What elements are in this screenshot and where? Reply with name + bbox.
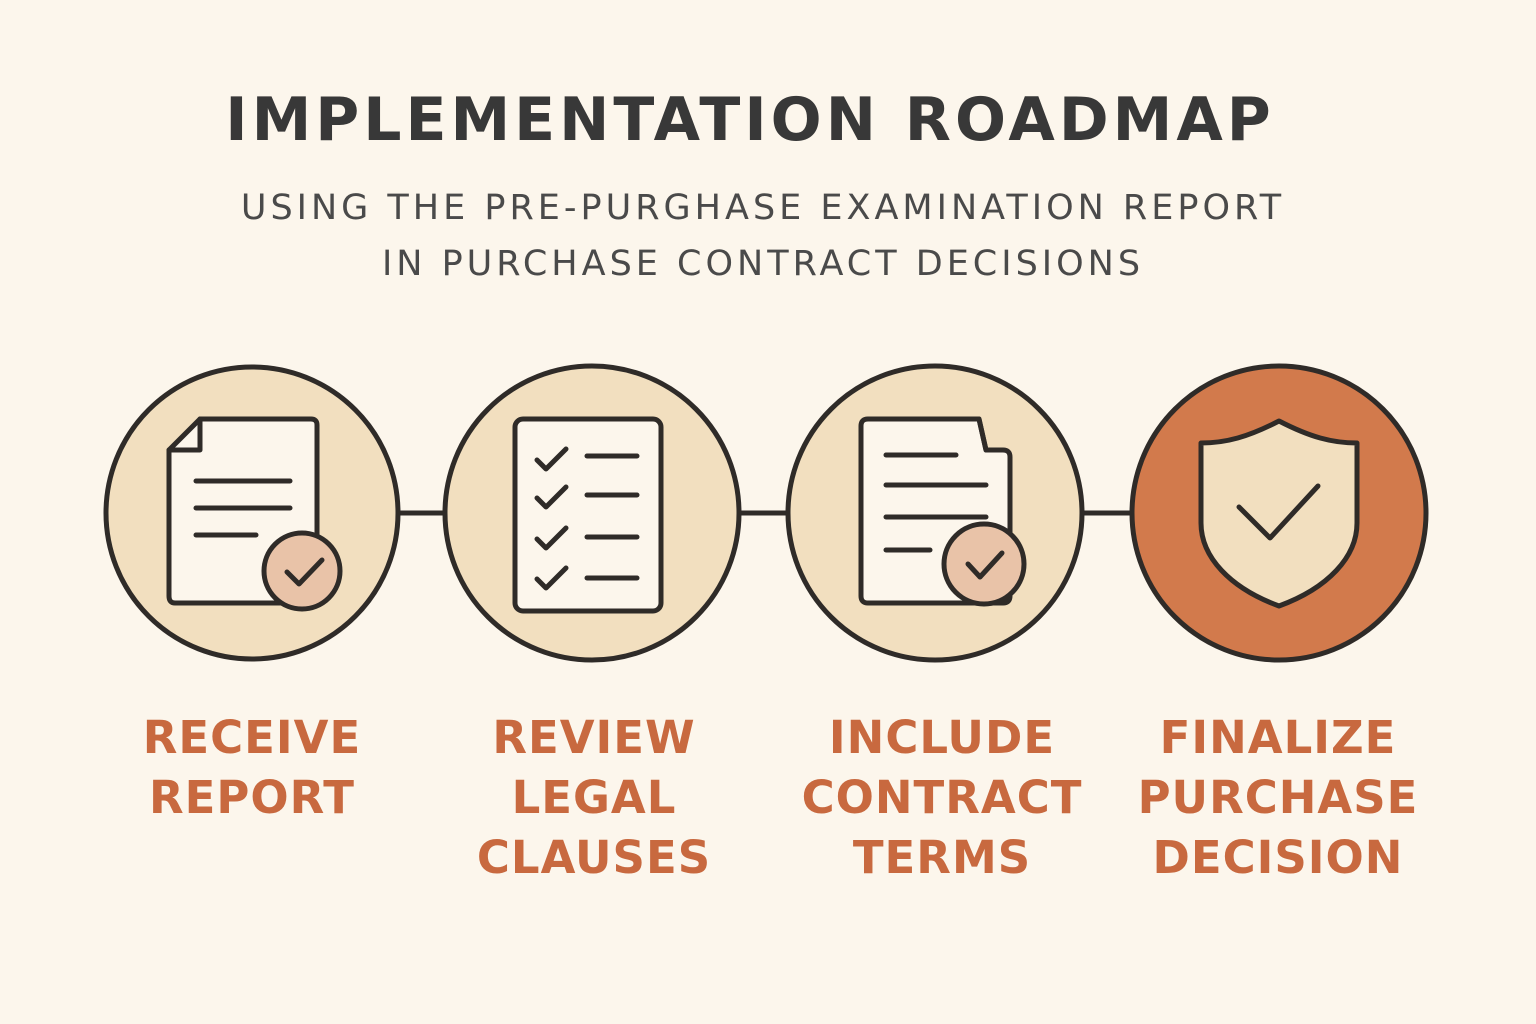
step-4-finalize-purchase-decision	[1129, 363, 1429, 663]
contract-check-icon	[858, 416, 1027, 607]
step-1-label-line: REPORT	[149, 771, 355, 824]
step-3-label-line: CONTRACT	[801, 771, 1083, 824]
step-2-label-line: CLAUSES	[476, 831, 712, 884]
step-3-include-contract-terms	[785, 363, 1085, 663]
step-2-label-line: REVIEW	[492, 711, 696, 764]
subtitle-line-1: USING THE PRE-PURGHASE EXAMINATION REPOR…	[240, 188, 1286, 228]
checklist-icon	[512, 416, 664, 614]
step-1-label-line: RECEIVE	[142, 711, 362, 764]
page-title: IMPLEMENTATION ROADMAP	[225, 85, 1275, 155]
page-subtitle: USING THE PRE-PURGHASE EXAMINATION REPOR…	[0, 180, 1526, 292]
step-4-label: FINALIZE PURCHASE DECISION	[1118, 708, 1438, 888]
step-4-label-line: DECISION	[1152, 831, 1404, 884]
step-2-label-line: LEGAL	[511, 771, 677, 824]
step-2-review-legal-clauses	[442, 363, 742, 663]
step-4-label-line: FINALIZE	[1159, 711, 1397, 764]
step-1-receive-report	[103, 364, 401, 662]
step-4-label-line: PURCHASE	[1137, 771, 1419, 824]
step-3-label: INCLUDE CONTRACT TERMS	[782, 708, 1102, 888]
subtitle-line-2: IN PURCHASE CONTRACT DECISIONS	[381, 244, 1145, 284]
step-1-label: RECEIVE REPORT	[92, 708, 412, 828]
step-3-label-line: INCLUDE	[828, 711, 1056, 764]
shield-check-icon	[1198, 418, 1360, 609]
document-check-icon	[166, 416, 343, 612]
step-2-label: REVIEW LEGAL CLAUSES	[434, 708, 754, 888]
step-3-label-line: TERMS	[852, 831, 1032, 884]
